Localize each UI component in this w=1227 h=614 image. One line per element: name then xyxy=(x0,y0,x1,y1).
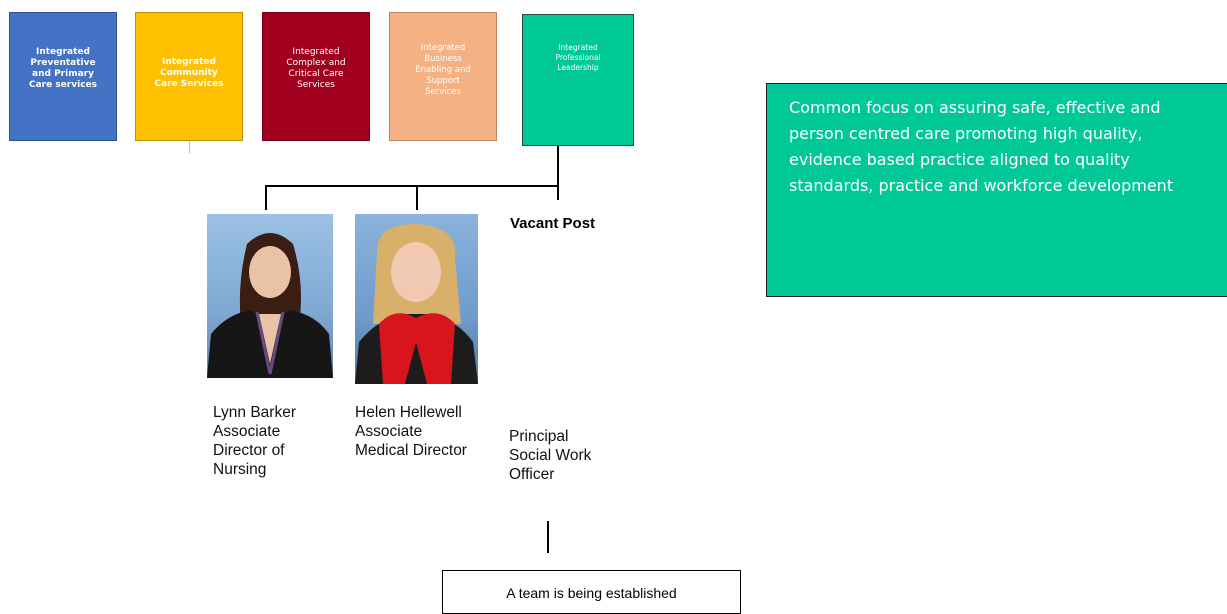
person-lynn-barker: Lynn Barker Associate Director of Nursin… xyxy=(213,404,296,478)
box-label: Integrated Complex and Critical Care Ser… xyxy=(286,47,346,90)
team-box-text: A team is being established xyxy=(506,585,677,601)
connector-drop-1 xyxy=(265,185,267,210)
box-professional-leadership: Integrated Professional Leadership xyxy=(522,14,634,146)
connector-vertical-leadership xyxy=(557,146,559,200)
box-label: Integrated Business Enabling and Support… xyxy=(415,43,471,97)
box-business-enabling: Integrated Business Enabling and Support… xyxy=(389,12,497,141)
team-box: A team is being established xyxy=(442,570,741,614)
connector-drop-2 xyxy=(416,185,418,210)
box-complex-critical-care: Integrated Complex and Critical Care Ser… xyxy=(262,12,370,141)
common-focus-note: Common focus on assuring safe, effective… xyxy=(766,83,1227,297)
box-community-care: Integrated Community Care Services xyxy=(135,12,243,141)
person-principal-social-work-officer: Principal Social Work Officer xyxy=(509,428,592,483)
community-connector xyxy=(189,141,190,153)
box-label: Integrated Professional Leadership xyxy=(555,43,601,72)
person-helen-hellewell: Helen Hellewell Associate Medical Direct… xyxy=(355,404,467,459)
box-label: Integrated Preventative and Primary Care… xyxy=(28,47,97,90)
box-preventative-primary-care: Integrated Preventative and Primary Care… xyxy=(9,12,117,141)
box-label: Integrated Community Care Services xyxy=(154,57,224,89)
team-connector xyxy=(547,521,549,553)
vacant-post-label: Vacant Post xyxy=(510,215,596,232)
connector-horizontal xyxy=(265,185,558,187)
photo-lynn-barker xyxy=(207,214,333,378)
photo-helen-hellewell xyxy=(355,214,478,384)
